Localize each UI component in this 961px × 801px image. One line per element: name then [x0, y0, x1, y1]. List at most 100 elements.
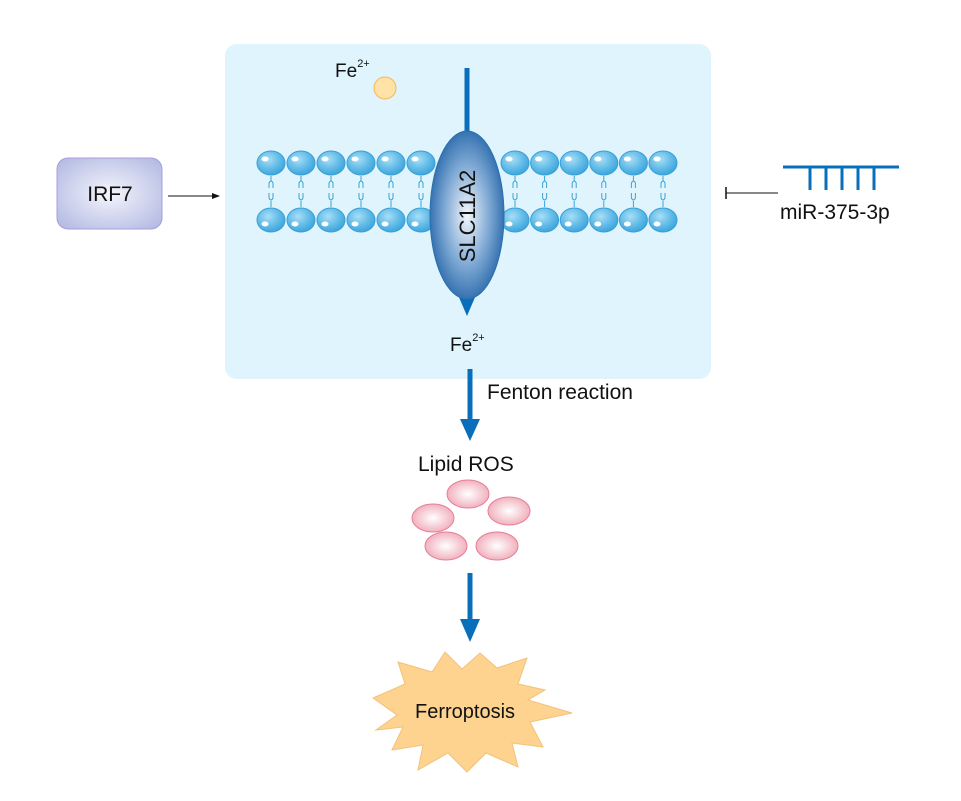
fe-base: Fe [450, 335, 473, 356]
fe-base: Fe [335, 61, 358, 82]
lipid-highlight [321, 221, 329, 227]
lipid-bilayer [256, 150, 678, 233]
lipid-head [648, 207, 678, 233]
irf7-label: IRF7 [87, 183, 133, 206]
lipid-head [376, 207, 406, 233]
lipid-molecule [559, 150, 589, 233]
lipid-highlight [291, 156, 299, 162]
lipid-molecule [376, 150, 406, 233]
lipid-head [406, 150, 436, 176]
lipid-highlight [623, 221, 631, 227]
lipid-highlight [351, 156, 359, 162]
lipid-molecule [346, 150, 376, 233]
lipid-head [559, 150, 589, 176]
lipid-head [648, 150, 678, 176]
lipid-molecule [316, 150, 346, 233]
lipid-tail [512, 193, 518, 207]
lipid-molecule [618, 150, 648, 233]
lipid-head [256, 207, 286, 233]
lipid-highlight [261, 221, 269, 227]
lipid-highlight [653, 221, 661, 227]
fe-intracellular-label: Fe2+ [450, 333, 485, 356]
transport-arrow-head [458, 295, 476, 316]
lipid-tail [630, 193, 636, 207]
lipid-tail [388, 176, 394, 188]
lipid-tail [601, 176, 607, 188]
lipid-ros-label: Lipid ROS [418, 453, 514, 476]
lipid-highlight [321, 156, 329, 162]
ferroptosis-arrow-head [460, 619, 480, 642]
lipid-tail [268, 193, 274, 207]
lipid-highlight [351, 221, 359, 227]
ros-particle [424, 531, 468, 561]
lipid-tail [298, 176, 304, 188]
lipid-tail [571, 193, 577, 207]
ros-particle [446, 479, 490, 509]
lipid-highlight [535, 221, 543, 227]
lipid-tail [268, 176, 274, 188]
lipid-tail [630, 176, 636, 188]
lipid-molecule [256, 150, 286, 233]
lipid-head [618, 207, 648, 233]
lipid-head [500, 150, 530, 176]
iron-ion [373, 76, 397, 100]
lipid-head [256, 150, 286, 176]
lipid-tail [328, 176, 334, 188]
fe-charge: 2+ [472, 332, 485, 344]
mirna-label: miR-375-3p [780, 201, 890, 224]
slc11a2-label: SLC11A2 [455, 170, 480, 263]
lipid-highlight [535, 156, 543, 162]
lipid-highlight [411, 156, 419, 162]
ferroptosis-burst [371, 651, 573, 773]
ros-particle [411, 503, 455, 533]
lipid-molecule [530, 150, 560, 233]
lipid-highlight [564, 156, 572, 162]
lipid-tail [328, 193, 334, 207]
fe-charge: 2+ [357, 58, 370, 70]
lipid-highlight [381, 156, 389, 162]
lipid-head [589, 207, 619, 233]
lipid-head [376, 150, 406, 176]
lipid-head [286, 150, 316, 176]
fe-extracellular-label: Fe2+ [335, 59, 370, 82]
ros-particle [487, 496, 531, 526]
lipid-highlight [505, 221, 513, 227]
lipid-highlight [261, 156, 269, 162]
lipid-tail [601, 193, 607, 207]
lipid-head [589, 150, 619, 176]
lipid-tail [418, 193, 424, 207]
lipid-head [618, 150, 648, 176]
lipid-highlight [594, 156, 602, 162]
lipid-highlight [594, 221, 602, 227]
mirna-icon [783, 165, 899, 190]
lipid-highlight [505, 156, 513, 162]
ros-particle [475, 531, 519, 561]
lipid-tail [542, 193, 548, 207]
ros-cluster [411, 479, 531, 561]
lipid-molecule [589, 150, 619, 233]
lipid-highlight [411, 221, 419, 227]
lipid-tail [660, 176, 666, 188]
lipid-highlight [653, 156, 661, 162]
fenton-reaction-label: Fenton reaction [487, 381, 633, 404]
lipid-tail [512, 176, 518, 188]
lipid-tail [660, 193, 666, 207]
lipid-tail [358, 193, 364, 207]
lipid-head [559, 207, 589, 233]
lipid-tail [571, 176, 577, 188]
lipid-tail [418, 176, 424, 188]
lipid-head [530, 207, 560, 233]
lipid-head [530, 150, 560, 176]
ferroptosis-label: Ferroptosis [415, 701, 515, 723]
lipid-tail [298, 193, 304, 207]
lipid-head [500, 207, 530, 233]
lipid-tail [358, 176, 364, 188]
lipid-highlight [623, 156, 631, 162]
lipid-molecule [286, 150, 316, 233]
lipid-molecule [648, 150, 678, 233]
lipid-tail [388, 193, 394, 207]
lipid-head [346, 207, 376, 233]
lipid-molecule [406, 150, 436, 233]
irf7-node[interactable] [56, 157, 163, 230]
